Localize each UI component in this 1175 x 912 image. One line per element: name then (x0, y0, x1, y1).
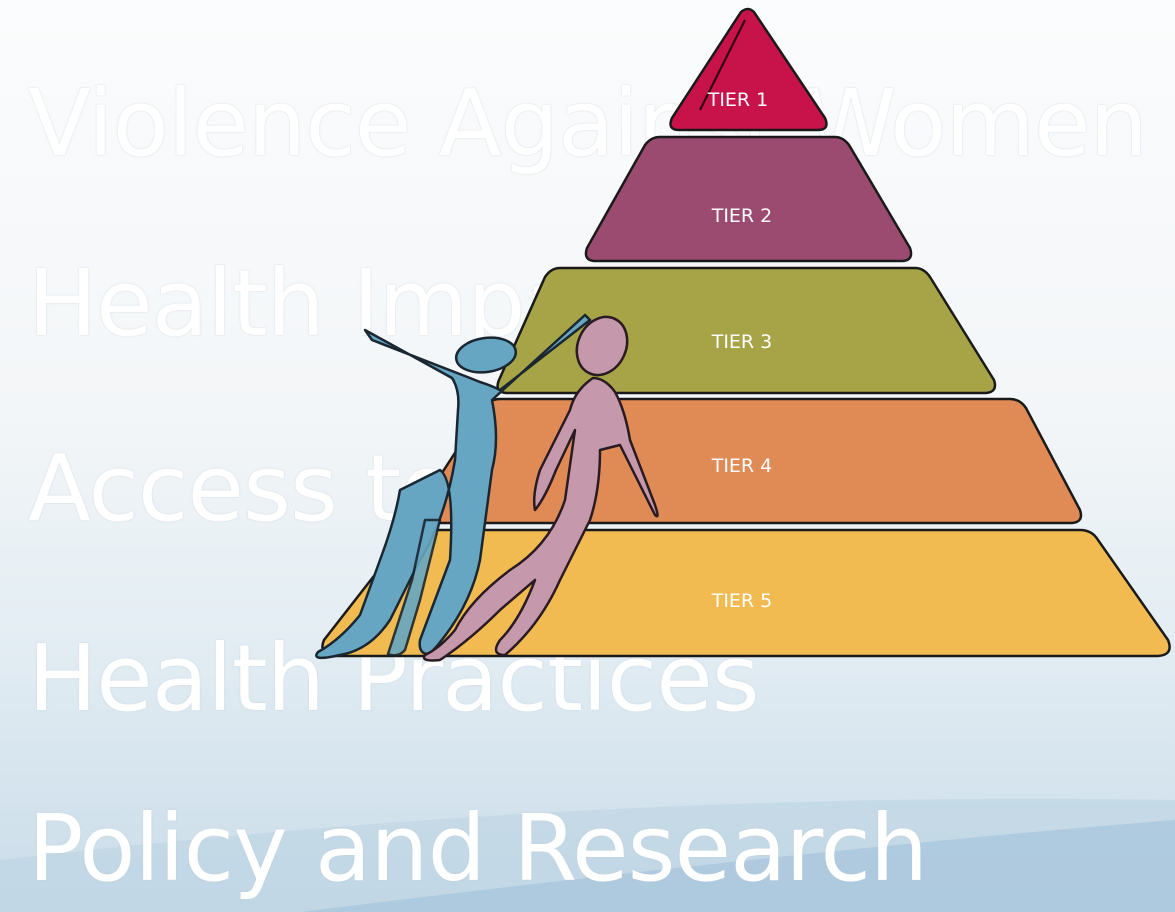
tier-2-band (584, 135, 913, 263)
tier-2-label: TIER 2 (711, 205, 773, 227)
tier-5-label: TIER 5 (711, 590, 773, 612)
tier-4-label: TIER 4 (711, 455, 773, 477)
tier-1-band (669, 7, 828, 132)
mauve-figure-illustration (422, 315, 659, 662)
tier-1-label: TIER 1 (707, 89, 769, 111)
tier-3-label: TIER 3 (711, 331, 773, 353)
blue-figure-illustration (315, 313, 592, 660)
background-line-violence: Violence Against Women (28, 70, 1148, 177)
background-line-policy-research: Policy and Research (28, 795, 928, 902)
